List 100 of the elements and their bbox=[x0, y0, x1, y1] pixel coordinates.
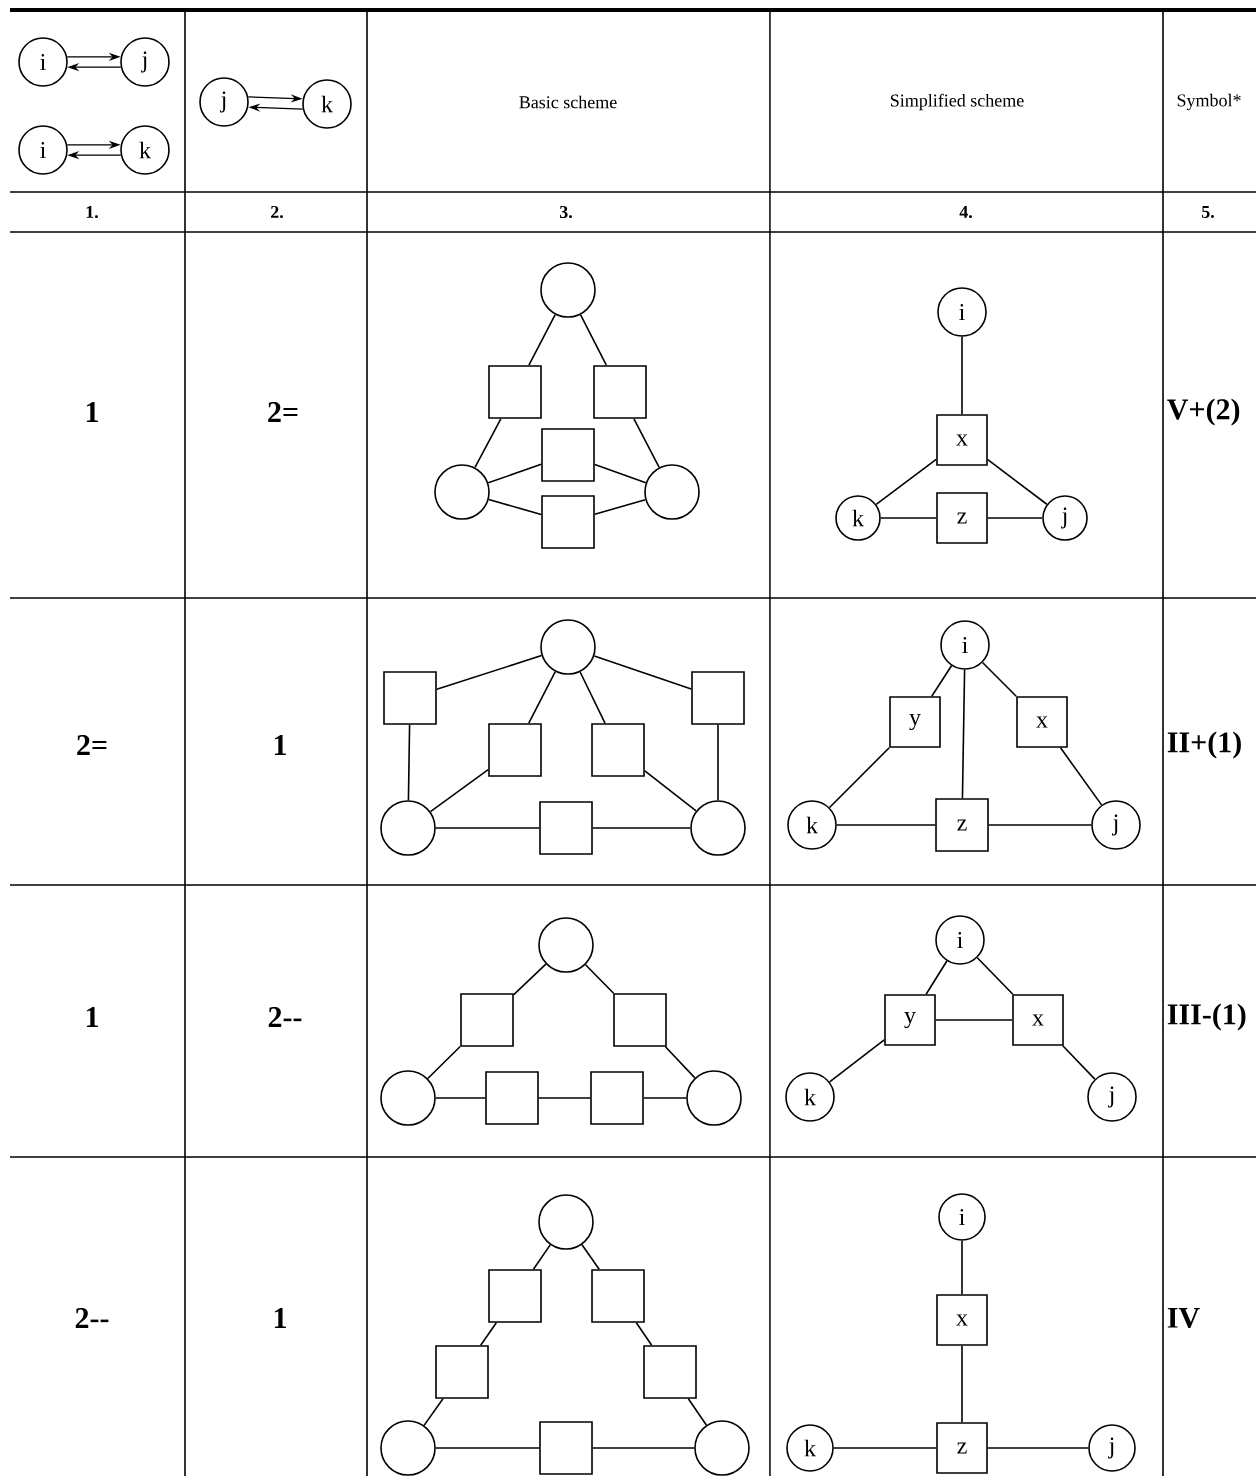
connector-line bbox=[528, 670, 557, 724]
column-header: Symbol* bbox=[1177, 93, 1241, 111]
empty-circle bbox=[540, 262, 596, 318]
letter-box: z bbox=[935, 798, 989, 852]
connector-line bbox=[633, 418, 660, 469]
letter-box: y bbox=[889, 696, 941, 748]
table-value: 2= bbox=[268, 402, 298, 422]
column-number: 2. bbox=[271, 205, 283, 219]
empty-circle bbox=[644, 464, 700, 520]
connector-line bbox=[1062, 1045, 1096, 1080]
empty-circle bbox=[694, 1420, 750, 1476]
empty-box bbox=[541, 495, 595, 549]
table-value: 2= bbox=[77, 735, 107, 755]
connector-line bbox=[644, 770, 697, 812]
connector-line bbox=[479, 1322, 498, 1346]
connector-line bbox=[592, 1447, 695, 1449]
empty-box bbox=[539, 801, 593, 855]
connector-line bbox=[880, 517, 937, 519]
empty-box bbox=[460, 993, 514, 1047]
connector-line bbox=[593, 655, 692, 690]
table-value: 1 bbox=[274, 735, 286, 755]
letter-box: z bbox=[936, 1422, 988, 1474]
empty-circle bbox=[690, 800, 746, 856]
connector-line bbox=[435, 1447, 540, 1449]
connector-line bbox=[828, 1039, 885, 1083]
column-number: 5. bbox=[1202, 205, 1214, 218]
connector-line bbox=[961, 669, 966, 799]
empty-box bbox=[591, 1269, 645, 1323]
connector-line bbox=[717, 724, 719, 801]
symbol-value: IV bbox=[1167, 1307, 1200, 1329]
connector-line bbox=[687, 1398, 708, 1426]
connector-line bbox=[584, 964, 615, 994]
empty-box bbox=[488, 1269, 542, 1323]
column-number: 4. bbox=[959, 205, 972, 219]
column-number: 1. bbox=[86, 205, 98, 219]
letter-box: y bbox=[884, 994, 936, 1046]
column-number: 3. bbox=[559, 205, 572, 219]
table-value: 1 bbox=[274, 1308, 286, 1328]
connector-line bbox=[961, 336, 963, 415]
connector-line bbox=[935, 1019, 1013, 1021]
empty-circle bbox=[380, 1420, 436, 1476]
empty-circle bbox=[380, 1070, 436, 1126]
connector-line bbox=[988, 824, 1092, 826]
empty-circle bbox=[538, 917, 594, 973]
table-value: 1 bbox=[86, 402, 98, 422]
empty-box bbox=[383, 671, 437, 725]
connector-line bbox=[436, 654, 543, 691]
connector-line bbox=[435, 827, 540, 829]
connector-line bbox=[976, 956, 1014, 995]
connector-line bbox=[987, 1447, 1089, 1449]
empty-box bbox=[488, 365, 542, 419]
connector-line bbox=[987, 458, 1048, 506]
connector-line bbox=[594, 463, 647, 484]
connector-line bbox=[828, 747, 890, 809]
empty-box bbox=[590, 1071, 644, 1125]
letter-box: z bbox=[936, 492, 988, 544]
letter-box: x bbox=[936, 414, 988, 466]
connector-line bbox=[930, 665, 953, 697]
connector-line bbox=[594, 498, 647, 516]
connector-line bbox=[987, 517, 1043, 519]
column-header: Basic scheme bbox=[519, 95, 617, 109]
connector-line bbox=[981, 661, 1017, 697]
connector-line bbox=[532, 1244, 551, 1270]
empty-circle bbox=[686, 1070, 742, 1126]
empty-circle bbox=[380, 800, 436, 856]
connector-line bbox=[581, 1243, 600, 1270]
empty-circle bbox=[538, 1194, 594, 1250]
letter-box: x bbox=[1016, 696, 1068, 748]
empty-box bbox=[591, 723, 645, 777]
connector-line bbox=[875, 458, 937, 506]
connector-line bbox=[513, 963, 547, 996]
connector-line bbox=[429, 768, 489, 813]
connector-line bbox=[407, 724, 411, 801]
connector-line bbox=[643, 1097, 687, 1099]
connector-line bbox=[592, 827, 691, 829]
empty-circle bbox=[540, 619, 596, 675]
empty-box bbox=[485, 1071, 539, 1125]
connector-line bbox=[528, 313, 556, 366]
empty-box bbox=[435, 1345, 489, 1399]
connector-line bbox=[538, 1097, 591, 1099]
column-header: Simplified scheme bbox=[890, 93, 1024, 111]
connector-line bbox=[579, 313, 608, 366]
empty-box bbox=[488, 723, 542, 777]
empty-box bbox=[539, 1421, 593, 1475]
connector-line bbox=[426, 1045, 461, 1080]
letter-box: x bbox=[1012, 994, 1064, 1046]
connector-line bbox=[474, 418, 502, 469]
symbol-value: II+(1) bbox=[1167, 731, 1241, 759]
letter-box: x bbox=[936, 1294, 988, 1346]
symbol-value: III-(1) bbox=[1167, 1003, 1246, 1031]
connector-line bbox=[487, 498, 542, 516]
connector-line bbox=[833, 1447, 937, 1449]
connector-line bbox=[836, 824, 936, 826]
connector-line bbox=[423, 1398, 444, 1427]
connector-line bbox=[925, 960, 948, 995]
connector-line bbox=[635, 1322, 653, 1346]
connector-line bbox=[664, 1046, 696, 1079]
connector-line bbox=[579, 671, 606, 724]
connector-line bbox=[961, 1240, 963, 1295]
empty-box bbox=[691, 671, 745, 725]
